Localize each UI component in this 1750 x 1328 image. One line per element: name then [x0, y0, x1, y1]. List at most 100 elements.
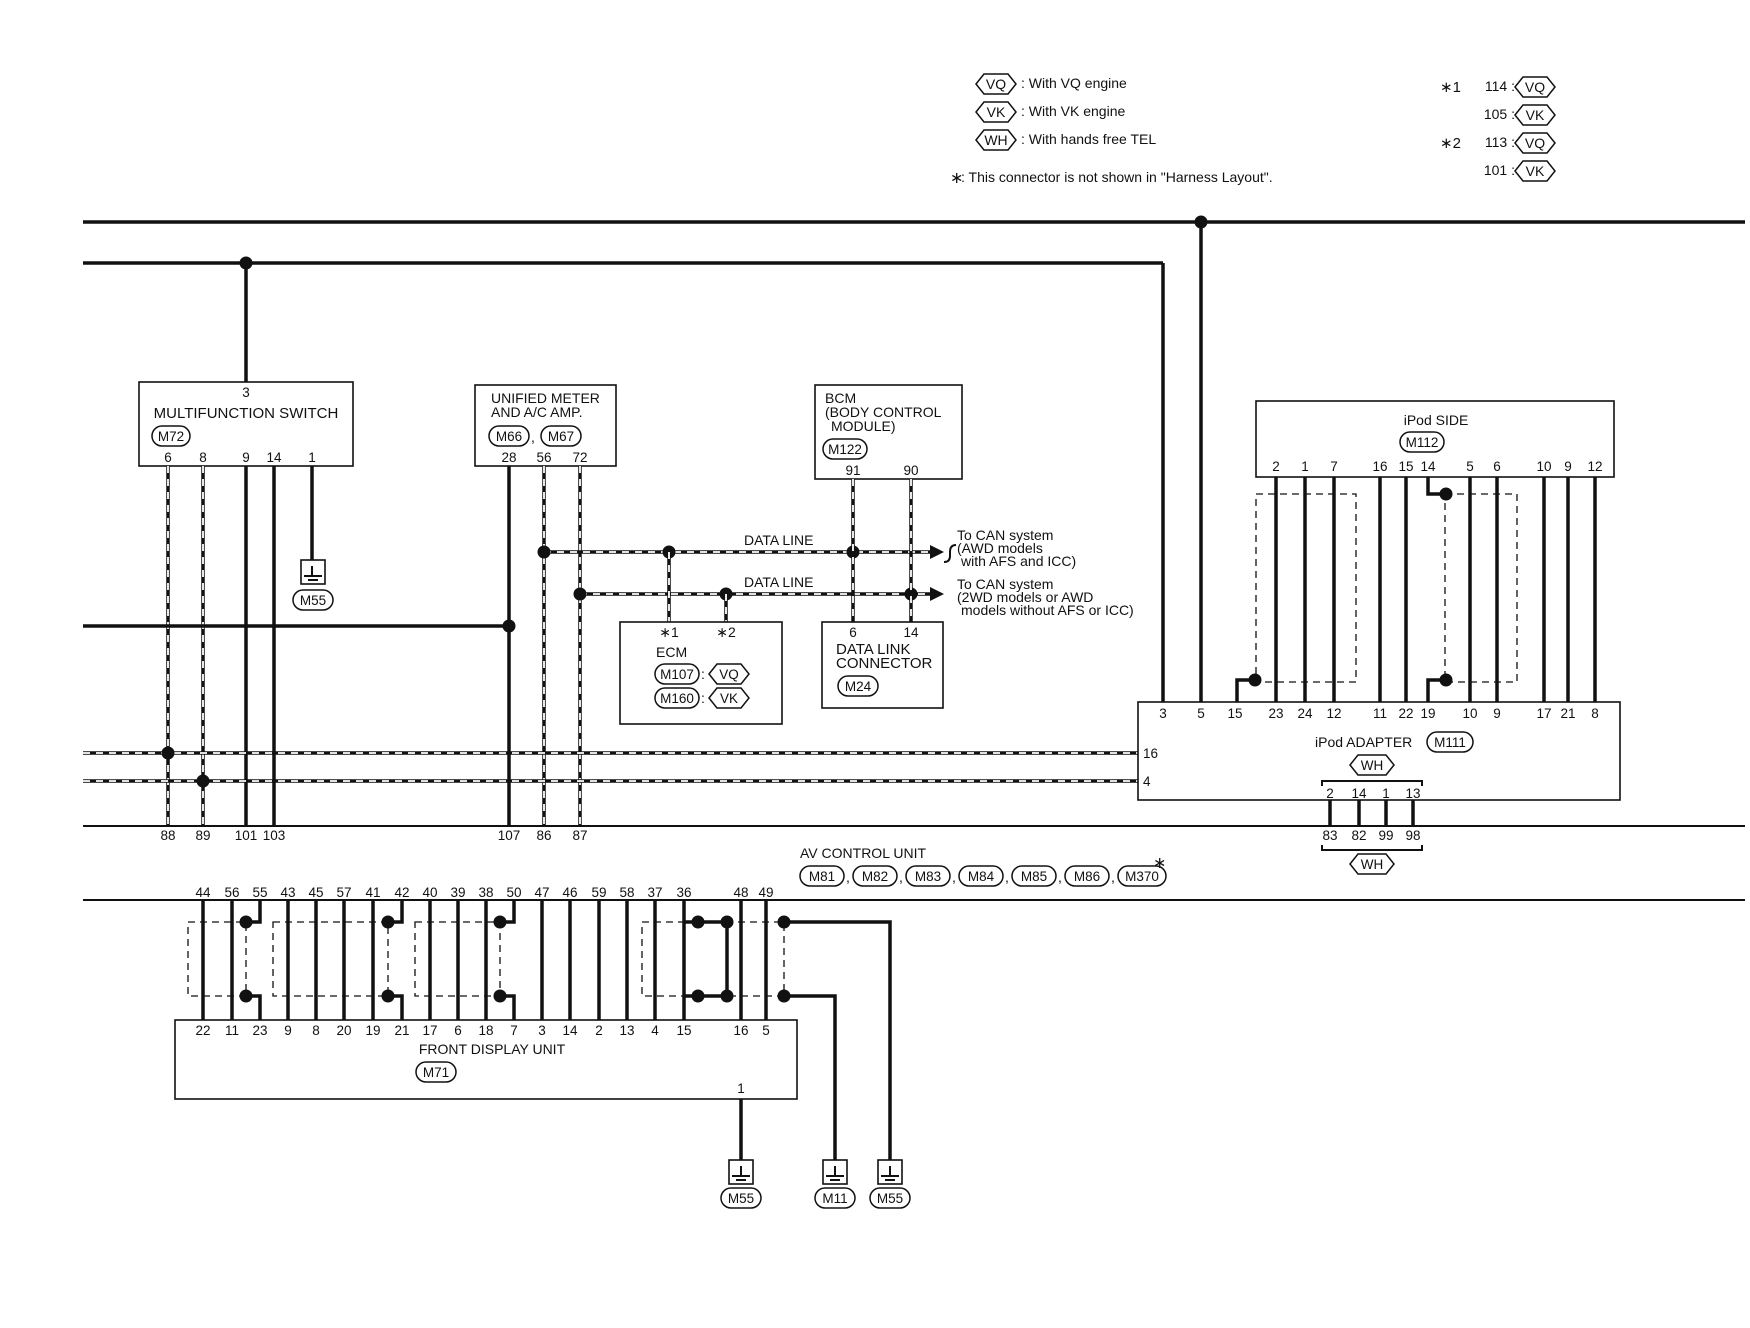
- legend-vq-code: VQ: [986, 76, 1006, 92]
- pin-label: 45: [308, 885, 323, 900]
- adapter-wh-code: WH: [1361, 758, 1384, 773]
- splice: [381, 989, 395, 1003]
- splice: [573, 587, 587, 601]
- connector-pill: [799, 865, 845, 887]
- splice: [691, 915, 705, 929]
- ecm-vq-hex: [708, 663, 750, 685]
- ecm: ∗1 ∗2 ECM M107 : VQ M160 : VK: [619, 621, 783, 725]
- data-line-label: DATA LINE: [744, 574, 814, 590]
- pin-label: 14: [1351, 786, 1367, 801]
- pin-label: 103: [263, 828, 286, 843]
- av-control-unit: 88 89 101 103 107 86 87 83 82 99 98 WH A…: [83, 825, 1745, 901]
- pin-label: 9: [1493, 706, 1501, 721]
- ground-m11-label: M11: [822, 1191, 847, 1206]
- pin-label: 57: [336, 885, 351, 900]
- pin-label: 43: [280, 885, 295, 900]
- splice: [239, 256, 253, 270]
- pin-label: 46: [562, 885, 577, 900]
- front-display-unit: 22 11 23 9 8 20 19 21 17 6 18 7 3 14 2 1…: [174, 1019, 798, 1160]
- pin-label: 98: [1405, 828, 1420, 843]
- pin-label: 19: [1420, 706, 1435, 721]
- pin-label: 83: [1322, 828, 1337, 843]
- legend-wh-text: : With hands free TEL: [1021, 131, 1156, 147]
- pin-label: 7: [510, 1023, 518, 1038]
- ecm-box: [619, 621, 783, 725]
- footnote-1-value: 114 :: [1485, 78, 1515, 94]
- pin-label: 17: [422, 1023, 437, 1038]
- can-brace: [943, 544, 957, 563]
- pin-label: 39: [450, 885, 465, 900]
- bcm: BCM (BODY CONTROL MODULE) M122 91 90: [814, 384, 963, 480]
- can-note: (AWD models: [957, 540, 1043, 556]
- pin-label: 1: [737, 1081, 745, 1096]
- pin-label: 38: [478, 885, 493, 900]
- splice: [493, 915, 507, 929]
- footnote-1-code: VQ: [1525, 79, 1545, 95]
- pin-label: 22: [195, 1023, 210, 1038]
- pin-label: 16: [1372, 459, 1387, 474]
- separator: ,: [952, 869, 956, 885]
- not-shown-star: ∗: [1153, 855, 1166, 872]
- connector-m24: M24: [845, 679, 872, 694]
- splice: [777, 915, 791, 929]
- connector-pill: [720, 1187, 762, 1209]
- pin-label: 2: [595, 1023, 603, 1038]
- connector-pill: [1064, 865, 1110, 887]
- footnote-3-hex: [1514, 132, 1556, 154]
- separator: ,: [899, 869, 903, 885]
- bracket: [1321, 780, 1423, 786]
- footnote-4-code: VK: [1526, 163, 1545, 179]
- splice: [493, 989, 507, 1003]
- pin-label: 6: [1493, 459, 1501, 474]
- connector-m72: M72: [158, 429, 184, 444]
- pin-label: 10: [1462, 706, 1477, 721]
- connector-pill: [837, 675, 879, 697]
- data-link-connector: 6 14 DATA LINK CONNECTOR M24: [821, 621, 944, 709]
- front-display-unit-name: FRONT DISPLAY UNIT: [419, 1041, 566, 1057]
- pin-label: 20: [336, 1023, 351, 1038]
- separator: :: [701, 690, 705, 706]
- ecm-vk-hex: [708, 687, 750, 709]
- data-link-name: DATA LINK: [836, 641, 910, 658]
- separator: ,: [1005, 869, 1009, 885]
- connector-m86: M86: [1074, 869, 1100, 884]
- arrow: [930, 545, 944, 559]
- pin-label: 14: [562, 1023, 578, 1038]
- pin-label: 15: [676, 1023, 691, 1038]
- legend-vk-text: : With VK engine: [1021, 103, 1125, 119]
- connector-pill: [958, 865, 1004, 887]
- pin-label: 6: [849, 625, 857, 640]
- pin-label: 8: [312, 1023, 320, 1038]
- pin-label: 107: [498, 828, 521, 843]
- front-display-wires: [187, 900, 892, 1160]
- ipod-adapter-box: [1137, 701, 1621, 801]
- pin-label: 14: [1420, 459, 1436, 474]
- splice: [502, 619, 516, 633]
- unified-meter-name: AND A/C AMP.: [491, 404, 583, 420]
- pin-label: 22: [1398, 706, 1413, 721]
- separator: ,: [531, 429, 535, 445]
- ecm-vq-code: VQ: [719, 667, 739, 682]
- shield: [272, 921, 389, 997]
- pin-label: 7: [1330, 459, 1338, 474]
- footnote-3-code: VQ: [1525, 135, 1545, 151]
- pin-label: 101: [235, 828, 258, 843]
- ipod-side-name: iPod SIDE: [1404, 412, 1469, 428]
- connector-pill: [822, 438, 868, 460]
- unified-meter-wires: [83, 466, 582, 826]
- connector-pill: [905, 865, 951, 887]
- wire: [784, 994, 837, 1160]
- pin-label: 6: [454, 1023, 462, 1038]
- pin-label: 14: [266, 450, 282, 465]
- pin-label: 56: [536, 450, 551, 465]
- pin-label: 19: [365, 1023, 380, 1038]
- wire: [784, 920, 892, 1160]
- footnote-2-hex: [1514, 104, 1556, 126]
- legend: VQ : With VQ engine VK : With VK engine …: [950, 73, 1556, 187]
- splice: [691, 989, 705, 1003]
- pin-label: 91: [845, 463, 860, 478]
- pin-label: 11: [1373, 706, 1387, 721]
- connector-m160: M160: [660, 691, 694, 706]
- ipod-wires: [1235, 477, 1597, 702]
- connector-pill: [654, 663, 700, 685]
